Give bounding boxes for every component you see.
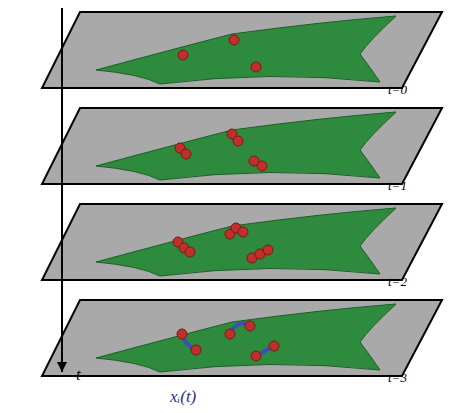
trajectory-label: xᵢ(t)	[170, 388, 196, 405]
time-label: t=1	[388, 179, 407, 192]
axis-label: t	[76, 366, 81, 383]
time-label: t=3	[388, 371, 407, 384]
plane-t2	[42, 204, 442, 280]
plane-t3	[42, 300, 442, 376]
time-label: t=2	[388, 275, 407, 288]
plane-t0	[42, 12, 442, 88]
plane-t1	[42, 108, 442, 184]
time-label: t=0	[388, 83, 407, 96]
time-axis	[61, 8, 63, 372]
